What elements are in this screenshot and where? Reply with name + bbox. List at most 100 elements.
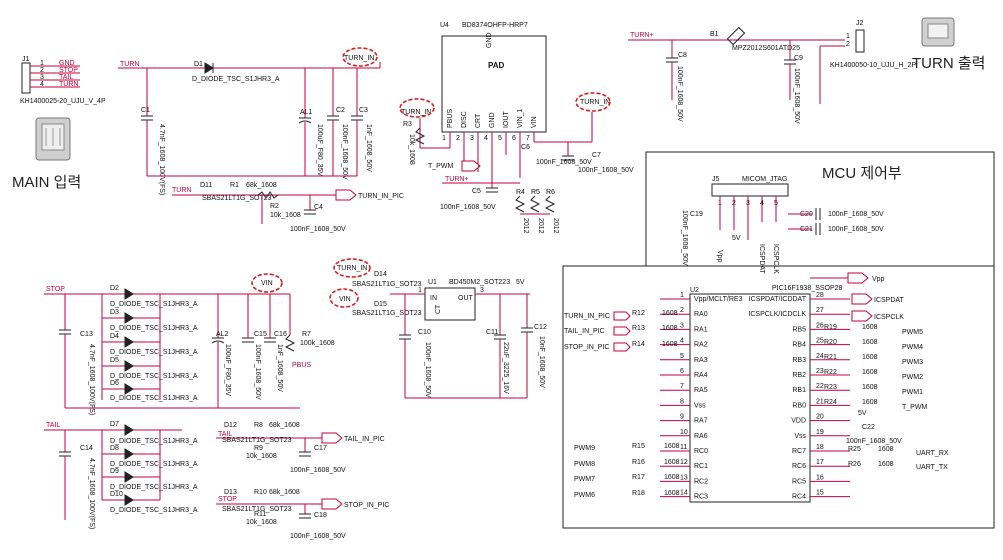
d1-ref: D1 [194,61,203,68]
r23-val: 1608 [862,384,878,391]
r25-ref: R25 [848,446,861,453]
net-tail-in-pic: TAIL_IN_PIC [344,436,385,443]
u2-left-pin-name: RA1 [694,326,708,333]
d7-ref: D7 [110,421,119,428]
r19-val: 1608 [862,324,878,331]
j2-body [855,29,865,53]
r23-ref: R23 [824,384,837,391]
u2-left-pin-num: 9 [680,414,684,421]
c11-ref: C11 [486,329,498,336]
j2-pin-2: 2 [846,41,850,48]
d11-ref: D11 [200,182,212,189]
r15-ref: R15 [632,443,645,450]
r1-val: 68k_1608 [246,182,277,189]
tail-input-block: TAIL C14 4.7nF_1608_100V(FS) D7 D_DIODE_… [44,421,198,529]
r1-ref: R1 [230,182,239,189]
c18-ref: C18 [314,512,327,519]
j5-sig-icspclk: ICSPCLK [772,244,779,274]
d4-part: D_DIODE_TSC_S1JHR3_A [110,349,198,356]
c4-val: 100nF_1608_50V [290,226,346,233]
c14-val: 4.7nF_1608_100V(FS) [88,458,95,529]
j5-sig-icspdat: ICSPDAT [758,244,765,275]
u2-left-pin-num: 11 [680,444,687,451]
r6-ref: R6 [546,189,555,196]
u2-right-pin-name: RB2 [792,372,806,379]
u4-pin-iout: IOUT [503,111,510,128]
j5-ref: J5 [712,176,720,183]
c17-ref: C17 [314,445,327,452]
c16-ref: C16 [274,331,287,338]
d10-ref: D10 [110,491,123,498]
r7-ref: R7 [302,331,311,338]
u2-right-pin-num: 25 [816,338,824,345]
u2-left-pin-num: 2 [680,307,684,314]
highlight-vin-2 [329,288,359,308]
net-5v-1: 5V [516,279,525,286]
port-tail-in-pic [321,432,343,444]
u2-right-pin-num: 22 [816,383,824,390]
b1-part: MPZ2012S601ATD25 [732,45,800,52]
u2-right-pin-name: ICSPCLK/ICDCLK [748,311,806,318]
c13-val: 4.7nF_1608_100V(FS) [88,344,95,415]
mcu-net-pwm3: PWM3 [902,359,923,366]
r22-val: 1608 [862,369,878,376]
u1-pin-1: 1 [418,287,422,294]
u1-in-label: IN [430,295,437,302]
u2-right-pin-name: RC7 [792,448,806,455]
c12-val: 10nF_1608_50V [538,336,545,388]
u2-right-pin-num: 28 [816,292,824,299]
mcu-frame [562,265,995,529]
u2-left-pin-name: Vss [694,402,706,409]
j5-body [711,183,789,197]
u4-pin-disc: DISC [461,111,468,128]
connector-j1: J1 1 2 3 4 GND STOP TAIL TURN KH1400025-… [12,56,106,191]
c7-ref: C7 [592,152,601,159]
r12-ref: R12 [632,310,645,317]
r20-ref: R20 [824,339,837,346]
u2-right-pins: 28ICSPDAT/ICDDAT27ICSPCLK/ICDCLK26RB525R… [748,292,850,501]
j2-part: KH1400050-10_UJU_H_2P [830,62,916,69]
r10-ref: R10 [254,489,267,496]
r11-ref: R11 [254,511,266,518]
u2-right-pin-name: VDD [791,418,806,425]
c1-ref: C1 [141,107,150,114]
r22-ref: R22 [824,369,837,376]
turn-in-pic-divider: TURN D11 SBAS21LT1G_SOT23 R1 68k_1608 R2… [172,182,404,233]
r8-ref: R8 [254,422,263,429]
c19-ref: C19 [690,211,703,218]
r12-val: 1608 [662,310,678,317]
turn-output-label: TURN 출력 [912,55,985,72]
net-turn-in-2: TURN_IN [401,109,431,116]
j5-sig-5v: 5V [732,235,741,242]
u2-right-pin-name: RB4 [792,342,806,349]
main-input-label: MAIN 입력 [12,174,81,191]
u2-right-pin-num: 16 [816,474,824,481]
c8-ref: C8 [678,52,687,59]
u2-left-pin-num: 3 [680,322,684,329]
j1-pin-2: 2 [40,67,44,74]
highlight-turn-in-4 [333,258,371,278]
u2-left-pin-name: RA6 [694,433,708,440]
u4-pin-num-7: 7 [526,135,530,142]
d5-part: D_DIODE_TSC_S1JHR3_A [110,373,198,380]
u2-right-pin-num: 26 [816,322,824,329]
u2-left-pin-num: 6 [680,368,684,375]
c3-val: 1nF_1608_50V [365,124,372,172]
d5-ref: D5 [110,357,119,364]
mcu-net-pwm9: PWM9 [574,445,595,452]
d9-part: D_DIODE_TSC_S1JHR3_A [110,484,198,491]
u2-left-pin-name: RA0 [694,311,708,318]
c21-val: 100nF_1608_50V [828,226,884,233]
u2-left-pin-num: 4 [680,338,684,345]
u1-regulator: TURN_IN VIN D14 SBAS21LT1G_SOT23 D15 SBA… [329,258,547,399]
u2-right-pin-num: 17 [816,459,824,466]
c9-val: 100nF_1608_50V [793,68,800,124]
r20-val: 1608 [862,339,878,346]
connector-3d-image [35,117,71,161]
net-stop: STOP [46,286,65,293]
c6-ref: C6 [521,144,530,151]
r4-ref: R4 [516,189,525,196]
net-turn-label: TURN [120,61,139,68]
